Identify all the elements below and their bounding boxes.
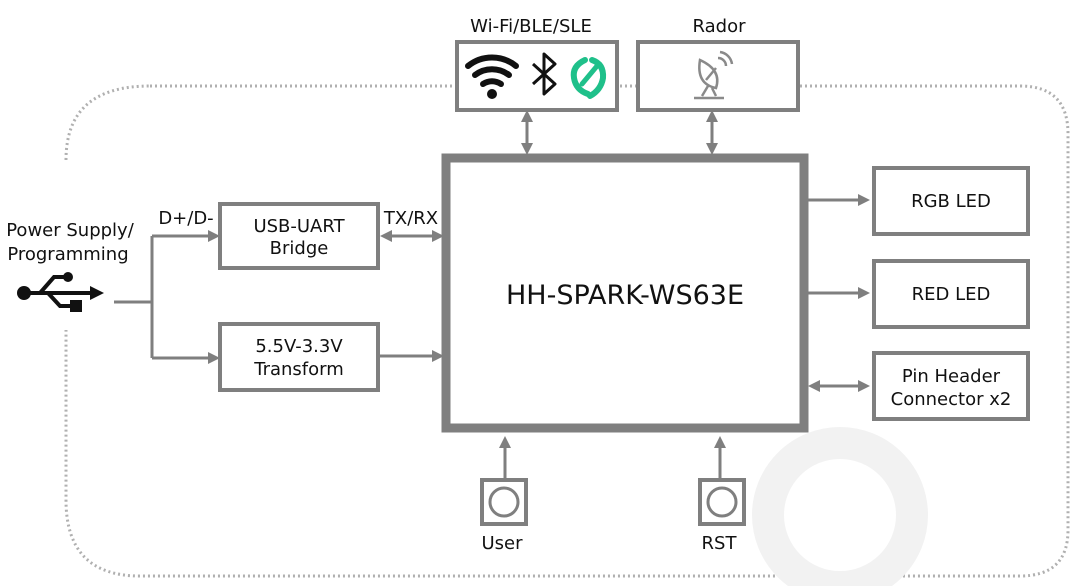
usb-icon bbox=[17, 272, 104, 312]
power-link-arrow bbox=[378, 350, 444, 362]
pin-header-label-line1: Pin Header bbox=[902, 366, 1001, 387]
wireless-link-arrow bbox=[521, 110, 533, 155]
bluetooth-icon bbox=[531, 52, 557, 96]
mcu-block bbox=[441, 153, 809, 433]
wireless-block-title: Wi-Fi/BLE/SLE bbox=[470, 16, 592, 37]
power-supply-title-line2: Programming bbox=[7, 244, 128, 265]
user-button-link-arrow bbox=[499, 436, 511, 478]
user-button-label: User bbox=[481, 533, 523, 554]
pin-header-block bbox=[872, 351, 1030, 421]
uart-link-arrow bbox=[380, 230, 444, 242]
regulator-label-line2: Transform bbox=[253, 359, 344, 380]
regulator-block bbox=[218, 322, 380, 392]
mcu-label: HH-SPARK-WS63E bbox=[506, 280, 744, 311]
red-led-block bbox=[872, 259, 1030, 329]
watermark-logo bbox=[752, 427, 928, 586]
pin-header-link-arrow bbox=[808, 380, 870, 392]
user-button-cap bbox=[488, 486, 520, 518]
rgb-led-label: RGB LED bbox=[911, 191, 991, 212]
regulator-label-line1: 5.5V-3.3V bbox=[255, 336, 343, 357]
rgb-led-block bbox=[872, 166, 1030, 236]
red-led-label: RED LED bbox=[912, 284, 991, 305]
red-led-link-arrow bbox=[808, 287, 870, 299]
usb-data-signal-label: D+/D- bbox=[158, 208, 213, 229]
satellite-dish-icon bbox=[694, 50, 734, 100]
usb-uart-label-line1: USB-UART bbox=[253, 216, 345, 237]
radar-block-title: Rador bbox=[693, 16, 747, 37]
uart-signal-label: TX/RX bbox=[383, 208, 438, 229]
rgb-led-link-arrow bbox=[808, 194, 870, 206]
wifi-icon bbox=[465, 54, 519, 99]
usb-uart-bridge-block bbox=[218, 202, 380, 270]
board-outline bbox=[64, 84, 1070, 578]
power-supply-title-line1: Power Supply/ bbox=[6, 220, 134, 241]
usb-uart-label-line2: Bridge bbox=[270, 238, 329, 259]
rst-button-cap bbox=[706, 486, 738, 518]
radar-link-arrow bbox=[706, 110, 718, 155]
sle-icon bbox=[570, 57, 607, 99]
rst-button-link-arrow bbox=[714, 436, 726, 478]
wireless-block bbox=[455, 40, 619, 112]
rst-button-label: RST bbox=[702, 533, 738, 554]
pin-header-label-line2: Connector x2 bbox=[891, 389, 1012, 410]
power-bus-lines bbox=[114, 230, 220, 364]
